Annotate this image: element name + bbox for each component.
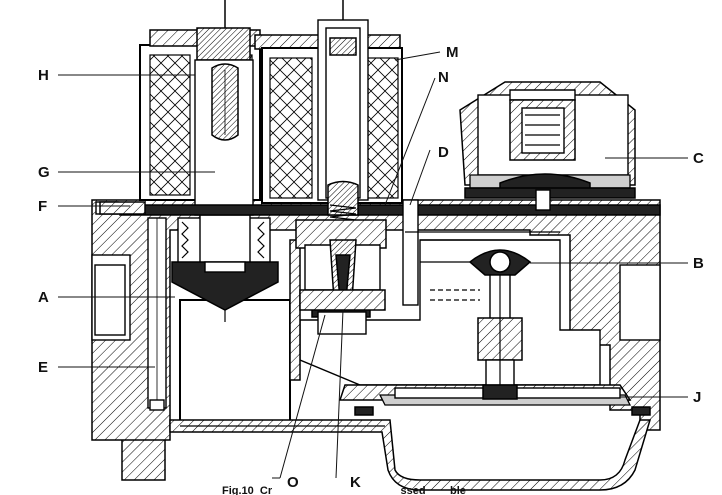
label-f: F bbox=[38, 198, 47, 215]
gasket-plate bbox=[95, 201, 661, 216]
label-o: O bbox=[287, 474, 299, 491]
label-h: H bbox=[38, 67, 49, 84]
figure-caption: Fig.10 Cr ssed ble bbox=[222, 485, 466, 495]
label-m: M bbox=[446, 44, 459, 61]
left-solenoid bbox=[139, 0, 279, 322]
bottom-cover bbox=[169, 419, 652, 491]
label-j: J bbox=[693, 389, 701, 406]
leader-lines bbox=[58, 51, 688, 479]
label-k: K bbox=[350, 474, 361, 491]
label-g: G bbox=[38, 164, 50, 181]
label-n: N bbox=[438, 69, 449, 86]
pressure-regulator bbox=[459, 81, 636, 211]
label-e: E bbox=[38, 359, 48, 376]
label-c: C bbox=[693, 150, 704, 167]
right-solenoid bbox=[254, 0, 403, 335]
bolt bbox=[147, 217, 167, 411]
label-d: D bbox=[438, 144, 449, 161]
part-labels: H G F A E M N D C B J O K bbox=[38, 44, 704, 491]
bypass-channel bbox=[402, 199, 560, 306]
main-valve-stem bbox=[468, 249, 532, 400]
label-a: A bbox=[38, 289, 49, 306]
label-b: B bbox=[693, 255, 704, 272]
